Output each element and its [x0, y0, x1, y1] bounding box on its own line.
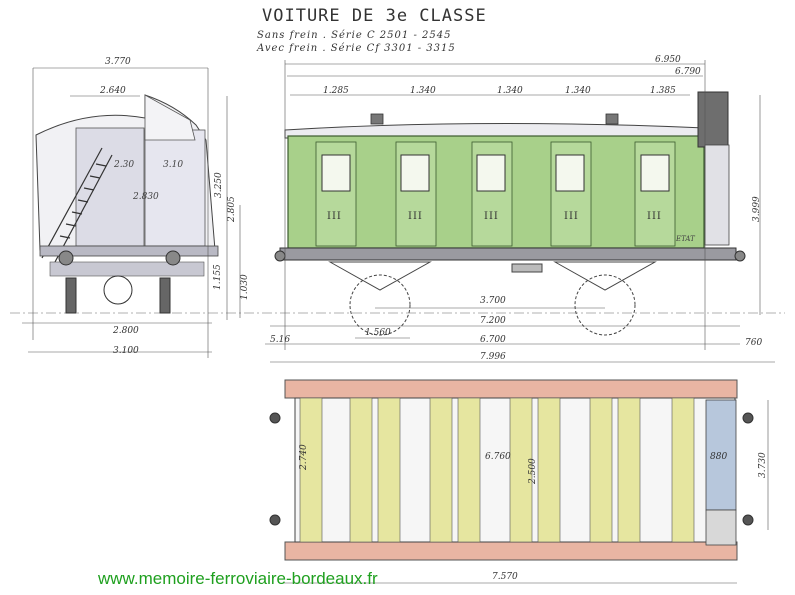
dim-panel-2: 1.340 [410, 86, 436, 96]
bench-9 [617, 397, 641, 543]
etat-stamp: ETAT [676, 235, 695, 243]
end-panel-right [144, 129, 206, 247]
side-windows [321, 154, 670, 192]
dim-plan-overall-length: 7.570 [492, 572, 518, 582]
dim-end-roof-width: 2.640 [100, 86, 126, 96]
spring-right [553, 261, 657, 291]
dim-frame-length: 6.700 [480, 335, 506, 345]
bench-6 [509, 397, 533, 543]
end-dim-lines [22, 67, 241, 358]
end-buffer-circle [103, 275, 133, 305]
dim-end-base-width: 3.100 [113, 346, 139, 356]
footer-url[interactable]: www.memoire-ferroviaire-bordeaux.fr [98, 569, 378, 588]
dim-end-inner-3: 2.830 [133, 192, 159, 202]
plan-buffers [269, 412, 754, 526]
subtitle-series-c: Sans frein . Série C 2501 - 2545 [257, 30, 452, 41]
side-frame [279, 247, 737, 261]
dim-end-height-body: 2.805 [227, 196, 237, 222]
plan-lavatory [705, 399, 737, 511]
window-5 [640, 154, 670, 192]
dim-total-length: 7.996 [480, 352, 506, 362]
end-leg-left [65, 277, 77, 314]
plan-top-rail [284, 379, 738, 399]
drawing-title: VOITURE DE 3e CLASSE [262, 6, 487, 26]
dim-panel-3: 1.340 [497, 86, 523, 96]
dim-end-height-axle: 1.030 [240, 274, 250, 300]
class-mark-3: III [484, 211, 499, 222]
lamp-2 [605, 113, 619, 125]
class-mark-2: III [408, 211, 423, 222]
brake-platform [704, 144, 730, 246]
roof-lamps [370, 113, 619, 125]
end-wheel-left [58, 250, 74, 266]
buffer-right [734, 250, 746, 262]
class-mark-5: III [647, 211, 662, 222]
plan-dim-lines [283, 400, 769, 584]
end-axle-box [49, 261, 205, 277]
bench-1 [299, 397, 323, 543]
bench-2 [349, 397, 373, 543]
dim-end-track: 2.800 [113, 326, 139, 336]
bench-10 [671, 397, 695, 543]
side-dim-lines [265, 60, 775, 363]
dim-lavatory: 880 [710, 452, 728, 462]
dim-wheelbase: 3.700 [480, 296, 506, 306]
bench-3 [377, 397, 401, 543]
dim-end-inner-2: 3.10 [163, 160, 184, 170]
window-4 [555, 154, 585, 192]
side-view [265, 60, 775, 363]
class-mark-1: III [327, 211, 342, 222]
dim-buffer-length: 7.200 [480, 316, 506, 326]
plan-brake-corner [705, 509, 737, 546]
dim-plan-overall-width: 3.730 [758, 452, 768, 478]
plan-bottom-rail [284, 541, 738, 561]
dim-end-width-top: 3.770 [105, 57, 131, 67]
wheel-right [574, 274, 636, 336]
dim-panel-1: 1.285 [323, 86, 349, 96]
lamp-1 [370, 113, 384, 125]
dim-plan-inner-width: 2.500 [528, 458, 538, 484]
dim-side-length-overall: 6.950 [655, 55, 681, 65]
end-leg-right [159, 277, 171, 314]
bench-8 [589, 397, 613, 543]
subtitle-series-cf: Avec frein . Série Cf 3301 - 3315 [257, 43, 456, 54]
dim-overhang: 5.16 [270, 335, 291, 345]
end-lookout [144, 94, 196, 141]
spring-left [328, 261, 432, 291]
brake-hut [697, 91, 729, 148]
bench-4 [429, 397, 453, 543]
wheel-left [349, 274, 411, 336]
bench-5 [457, 397, 481, 543]
end-panel-left [75, 127, 145, 247]
end-ladder [41, 147, 113, 263]
dim-end-inner-1: 2.30 [114, 160, 135, 170]
plan-view [269, 379, 769, 584]
dim-plan-width: 2.740 [299, 444, 309, 470]
window-3 [476, 154, 506, 192]
dim-end-height-floor: 1.155 [213, 264, 223, 290]
window-1 [321, 154, 351, 192]
dim-panel-4: 1.340 [565, 86, 591, 96]
bench-7 [537, 397, 561, 543]
end-frame [39, 245, 219, 257]
dim-wheel-distance: 1.560 [365, 328, 391, 338]
dim-end-height-total: 3.250 [214, 172, 224, 198]
plan-benches [299, 397, 695, 543]
dim-panel-5: 1.385 [650, 86, 676, 96]
dim-plan-inner-length: 6.760 [485, 452, 511, 462]
end-wheel-right [165, 250, 181, 266]
buffer-left [274, 250, 286, 262]
end-view [22, 67, 241, 358]
dim-side-height: 3.999 [752, 196, 762, 222]
window-2 [400, 154, 430, 192]
brake-box [511, 263, 543, 273]
dim-side-length-body: 6.790 [675, 67, 701, 77]
dim-brake-overhang: 760 [745, 338, 763, 348]
class-mark-4: III [564, 211, 579, 222]
